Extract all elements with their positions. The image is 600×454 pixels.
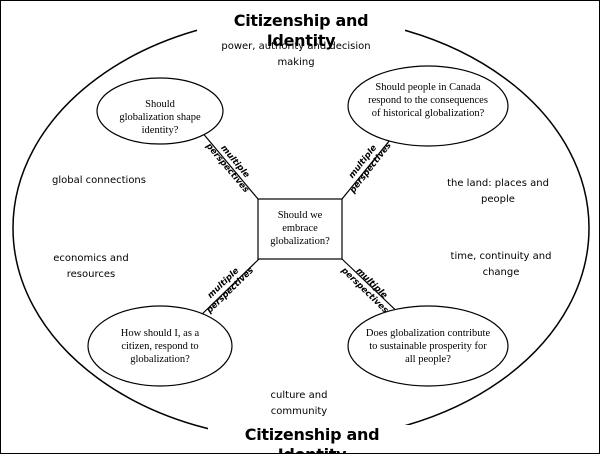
question-bottom-right: Does globalization contribute to sustain… [365,328,491,365]
connector-bottom-left [196,258,260,320]
strand-land: the land: places and people [447,178,549,205]
banner-top: Citizenship and Identity [197,11,405,51]
question-oval-top-right [347,65,509,147]
question-oval-top-left [96,77,224,145]
strand-time: time, continuity and change [450,251,552,278]
strand-power: power, authority and decision making [221,41,371,68]
banner-bottom: Citizenship and Identity [208,425,416,453]
strand-culture: culture and community [270,390,328,417]
question-top-left: Should globalization shape identity? [119,99,201,136]
strand-economics: economics and resources [53,253,129,280]
center-question: Should we embrace globalization? [270,210,330,247]
question-oval-bottom-right [347,305,509,387]
connector-top-left [200,130,259,200]
center-box [257,198,343,260]
question-oval-bottom-left [87,305,233,387]
strand-global: global connections [52,175,146,186]
question-top-right: Should people in Canada respond to the c… [368,82,488,119]
question-bottom-left: How should I, as a citizen, respond to g… [120,328,200,365]
